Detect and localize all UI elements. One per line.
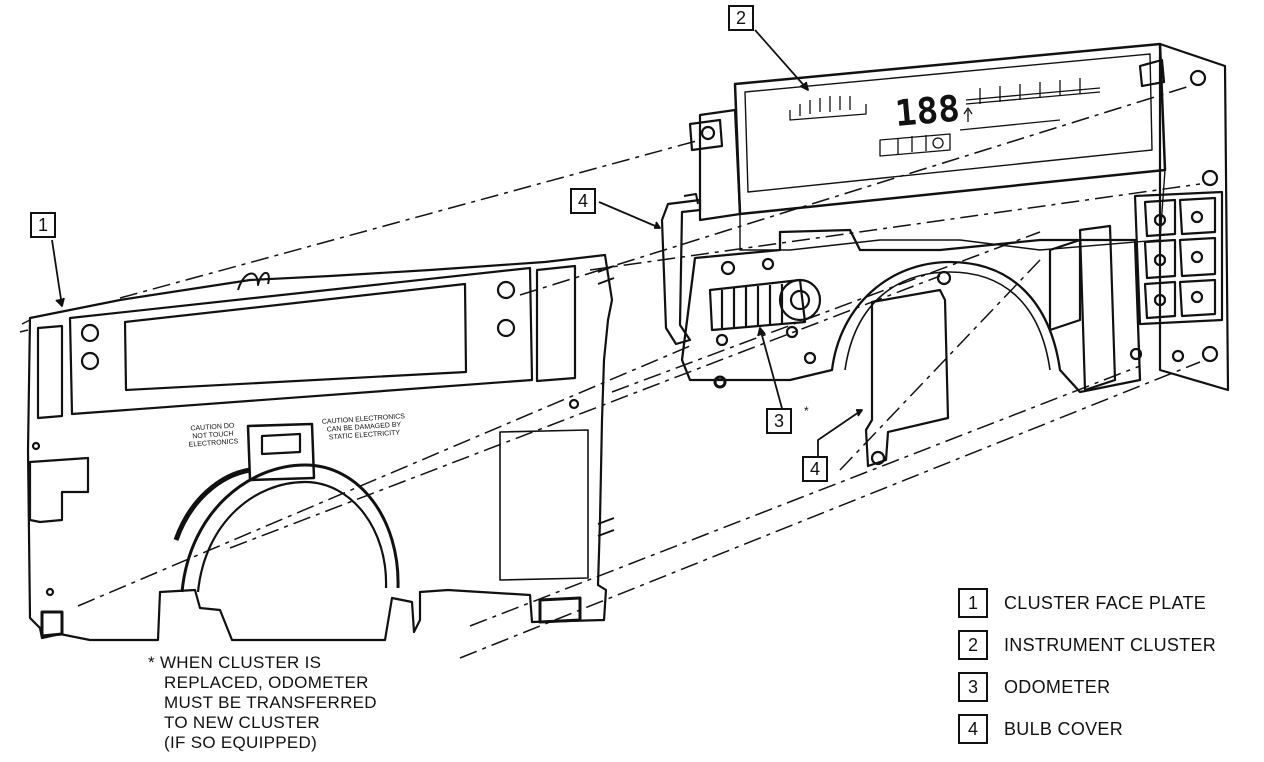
callout-4-lower: 4 bbox=[802, 456, 828, 482]
callout-4-upper: 4 bbox=[570, 188, 596, 214]
legend-label: BULB COVER bbox=[1004, 718, 1124, 739]
legend-item: 1 CLUSTER FACE PLATE bbox=[958, 582, 1258, 624]
callout-3: 3 bbox=[766, 408, 792, 434]
cluster-face-plate bbox=[19, 253, 615, 642]
note-line: * WHEN CLUSTER IS bbox=[148, 653, 322, 672]
callout-1: 1 bbox=[30, 212, 56, 238]
callout-2: 2 bbox=[728, 5, 754, 31]
lcd-bar-graphs bbox=[789, 78, 1101, 157]
legend: 1 CLUSTER FACE PLATE 2 INSTRUMENT CLUSTE… bbox=[958, 582, 1258, 750]
legend-number: 1 bbox=[958, 588, 988, 618]
legend-label: CLUSTER FACE PLATE bbox=[1004, 592, 1207, 613]
lcd-digits: 188 bbox=[893, 88, 961, 135]
alignment-lines bbox=[77, 85, 1201, 659]
legend-item: 3 ODOMETER bbox=[958, 666, 1258, 708]
note-line: REPLACED, ODOMETER bbox=[164, 673, 369, 692]
legend-number: 2 bbox=[958, 630, 988, 660]
note-line: TO NEW CLUSTER bbox=[164, 713, 320, 732]
note-line: MUST BE TRANSFERRED bbox=[164, 693, 377, 712]
instrument-cluster bbox=[660, 42, 1230, 468]
leader-lines bbox=[51, 29, 863, 458]
legend-label: ODOMETER bbox=[1004, 676, 1111, 697]
legend-number: 3 bbox=[958, 672, 988, 702]
legend-number: 4 bbox=[958, 714, 988, 744]
legend-label: INSTRUMENT CLUSTER bbox=[1004, 634, 1217, 655]
legend-item: 2 INSTRUMENT CLUSTER bbox=[958, 624, 1258, 666]
note-line: (IF SO EQUIPPED) bbox=[164, 733, 318, 752]
legend-item: 4 BULB COVER bbox=[958, 708, 1258, 750]
caution-left-label: CAUTION DO NOT TOUCH ELECTRONICS bbox=[188, 422, 239, 449]
replacement-note: * WHEN CLUSTER IS REPLACED, ODOMETER MUS… bbox=[148, 653, 377, 753]
odometer-asterisk: * bbox=[804, 404, 809, 418]
